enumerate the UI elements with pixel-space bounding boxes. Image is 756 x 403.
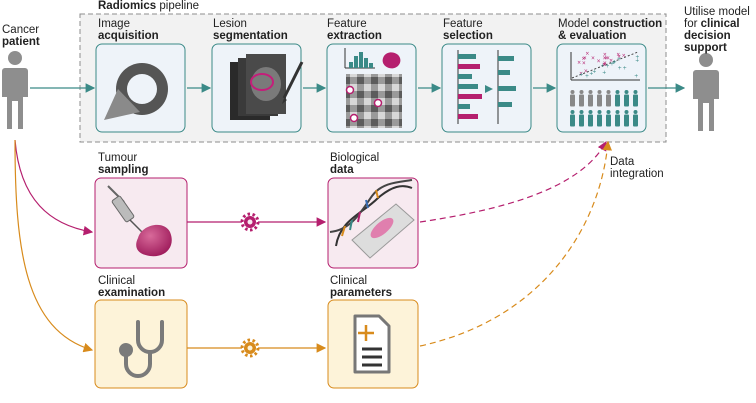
scatter-point: × <box>603 56 607 62</box>
scatter-point: × <box>617 54 621 60</box>
scatter-plot-icon <box>570 51 640 81</box>
person-icon <box>633 110 638 127</box>
scatter-point: × <box>582 61 586 67</box>
person-icon <box>570 90 575 107</box>
scatter-point: + <box>592 69 596 75</box>
scatter-point: + <box>634 73 638 79</box>
cancer-patient-icon <box>2 51 28 129</box>
person-icon <box>606 110 611 127</box>
scatter-point: × <box>622 53 626 59</box>
scatter-point: × <box>609 58 613 64</box>
scatter-point: + <box>635 55 639 61</box>
biopsy-needle-icon <box>107 185 151 241</box>
scatter-point: + <box>610 62 614 68</box>
tumour-tissue-icon <box>136 224 172 257</box>
scatter-point: + <box>602 70 606 76</box>
person-icon <box>570 110 575 127</box>
stethoscope-icon <box>119 320 164 378</box>
biological-data-box <box>327 177 419 269</box>
person-icon <box>624 110 629 127</box>
person-icon <box>633 90 638 107</box>
scatter-point: + <box>613 60 617 66</box>
step-box-feature-selection <box>441 43 532 133</box>
arrow-patient-to-exam <box>14 139 94 353</box>
person-icon <box>579 90 584 107</box>
scatter-point: + <box>617 57 621 63</box>
people-grid-icon <box>570 90 638 127</box>
step-label-model-construction: Model construction & evaluation <box>558 18 663 42</box>
gear-icon-magenta <box>240 212 260 232</box>
person-icon <box>597 90 602 107</box>
scatter-point: × <box>584 69 588 75</box>
scatter-point: × <box>603 61 607 67</box>
integration-curve-bio <box>419 140 607 223</box>
scatter-point: + <box>618 66 622 72</box>
scanner-icon <box>104 63 168 120</box>
scatter-point: × <box>603 52 607 58</box>
person-icon <box>588 110 593 127</box>
clinical-parameters-box <box>327 299 419 389</box>
scatter-point: × <box>604 56 608 62</box>
scatter-point: + <box>612 60 616 66</box>
clinician-icon <box>693 53 719 131</box>
clinical-exam-box <box>94 299 188 389</box>
ct-slices-icon <box>230 54 304 120</box>
tumour-sampling-box <box>94 177 188 269</box>
arrow-patient-to-tumour <box>14 139 94 236</box>
scatter-point: × <box>602 62 606 68</box>
document-icon <box>353 314 391 374</box>
scatter-point: × <box>583 55 587 61</box>
histogram-icon <box>344 48 375 69</box>
step-box-lesion-segmentation <box>211 43 304 133</box>
gear-icon-orange <box>240 338 260 358</box>
scatter-point: + <box>589 71 593 77</box>
scatter-point: × <box>602 62 606 68</box>
scatter-point: × <box>577 60 581 66</box>
scatter-point: × <box>581 56 585 62</box>
feature-bars-icon <box>457 50 516 124</box>
scatter-point: × <box>597 58 601 64</box>
scatter-point: × <box>585 51 589 57</box>
scatter-point: + <box>635 58 639 64</box>
scatter-point: × <box>616 52 620 58</box>
scatter-point: + <box>579 72 583 78</box>
tumour-shape-icon <box>382 52 401 69</box>
person-icon <box>615 110 620 127</box>
scatter-point: + <box>601 63 605 69</box>
step-box-image-acquisition <box>95 43 186 133</box>
pipeline-title: Radiomics pipeline <box>98 0 200 12</box>
step-box-model-construction: +×××++×××+×+×++++××××++×++×××++×+××× <box>556 43 647 133</box>
scatter-point: × <box>579 71 583 77</box>
output-label: Utilise model for clinical decision supp… <box>684 6 750 54</box>
person-icon <box>615 90 620 107</box>
person-icon <box>579 110 584 127</box>
texture-markers <box>345 85 383 123</box>
person-icon <box>597 110 602 127</box>
integration-curve-clinical <box>419 140 613 347</box>
scatter-point: + <box>585 74 589 80</box>
step-box-feature-extraction <box>326 43 417 133</box>
scatter-point: + <box>623 66 627 72</box>
scatter-points: +×××++×××+×+×++++××××++×++×××++×+××× <box>577 51 639 79</box>
person-icon <box>588 90 593 107</box>
person-icon <box>606 90 611 107</box>
scatter-point: + <box>605 64 609 70</box>
person-icon <box>624 90 629 107</box>
scatter-point: × <box>606 56 610 62</box>
dna-helix-icon <box>329 179 413 247</box>
scatter-point: × <box>591 56 595 62</box>
